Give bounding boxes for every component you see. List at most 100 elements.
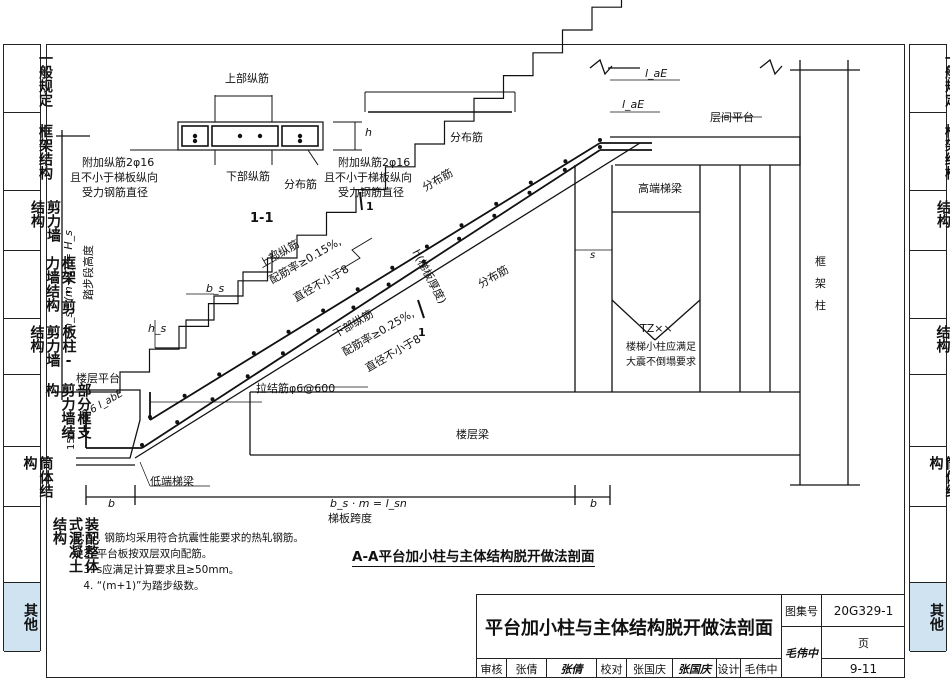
- left-category-6[interactable]: 筒体结构: [4, 447, 54, 507]
- note-4: 4. “(m+1)”为踏步级数。: [70, 580, 205, 592]
- left-category-1[interactable]: 框架结构: [4, 113, 53, 191]
- page-label: 页: [821, 626, 905, 658]
- right-category-label: 筒体结: [943, 455, 950, 498]
- tz-note-2: 大震不倒塌要求: [626, 355, 696, 368]
- checker-name: 张国庆: [626, 658, 672, 678]
- stair-height-sub: 踏步段高度: [81, 245, 95, 300]
- left-category-7[interactable]: 装配整体式混凝土结构: [4, 507, 99, 583]
- s-label: s: [590, 250, 595, 261]
- rebar-dot: [245, 374, 250, 379]
- left-category-0[interactable]: 一般规定: [4, 45, 53, 113]
- right-category-sidebar: 一般规定框架结构剪力墙结构框架-剪力墙结构板柱-剪力墙结构部分框支剪力墙结构筒体…: [909, 44, 950, 652]
- b-left-label: b: [108, 497, 115, 510]
- left-category-label: 框架结构: [37, 123, 53, 180]
- cut-mark-top: 1: [366, 200, 374, 213]
- rebar-dot: [140, 443, 144, 447]
- right-category-1[interactable]: 框架结构: [910, 113, 950, 191]
- rebar-dot: [598, 138, 602, 142]
- rebar-dot: [563, 159, 568, 164]
- section-rebar-dot: [192, 133, 198, 139]
- note-2: 2. 平台板按双层双向配筋。: [70, 548, 213, 560]
- left-category-label: 式混凝土: [67, 516, 83, 573]
- dist-bar-label-4: 分布筋: [475, 262, 511, 291]
- left-category-8[interactable]: 其他: [4, 583, 40, 652]
- rebar-dot: [148, 415, 152, 419]
- note-3: 3. s应满足计算要求且≥50mm。: [70, 564, 240, 576]
- left-category-label: 剪力墙: [45, 199, 61, 242]
- section-title: A-A平台加小柱与主体结构脱开做法剖面: [352, 545, 595, 567]
- right-category-label: 框架结构: [943, 123, 950, 180]
- left-category-label: 装配整体: [83, 516, 99, 573]
- frame-column-label: 柱: [815, 298, 826, 312]
- left-category-3[interactable]: 框架-剪力墙结构: [4, 251, 76, 319]
- section-rebar-dot: [257, 133, 263, 139]
- page-number: 9-11: [821, 658, 905, 678]
- stair-height-label: h_s · (m+1) = H_s: [62, 230, 75, 330]
- left-category-2[interactable]: 剪力墙结构: [4, 191, 61, 251]
- right-category-label: 其他: [928, 603, 944, 631]
- right-category-0[interactable]: 一般规定: [910, 45, 950, 113]
- left-category-4[interactable]: 板柱-剪力墙结构: [4, 319, 77, 375]
- lae-label-1: l_aE: [645, 67, 667, 80]
- extra-bar-right-2: 且不小于梯板纵向: [324, 170, 412, 184]
- reviewer-signature: 张倩: [546, 658, 596, 678]
- left-category-label: 部分框支: [75, 382, 92, 439]
- h-label: h: [365, 126, 372, 139]
- right-category-label: 结构: [934, 324, 950, 353]
- frame-column-label: 架: [815, 277, 826, 290]
- rebar-dot: [316, 328, 321, 333]
- left-category-label: 其他: [22, 603, 38, 631]
- atlas-number: 20G329-1: [821, 594, 905, 626]
- right-category-6[interactable]: 筒体结构: [910, 447, 950, 507]
- rebar-dot: [355, 287, 360, 292]
- rebar-dot: [528, 180, 533, 185]
- rebar-dot: [459, 223, 464, 228]
- designer-signature: 毛伟中: [781, 626, 821, 678]
- extra-bar-left-1: 附加纵筋2φ16: [82, 155, 154, 169]
- left-category-label: 一般规定: [37, 50, 53, 107]
- left-category-label: 结构: [28, 324, 45, 353]
- low-beam-label: 低端梯梁: [150, 474, 194, 488]
- mid-platform-label: 层间平台: [710, 110, 754, 124]
- slab-bottom-line: [134, 142, 641, 459]
- 15d-label: 15d: [66, 431, 77, 450]
- floor-platform-label: 楼层平台: [76, 371, 120, 385]
- slab-thick-label: h(梯板厚度): [409, 247, 449, 306]
- section-rebar-dot: [297, 133, 303, 139]
- rebar-dot: [494, 201, 499, 206]
- checker-signature: 张国庆: [672, 658, 716, 678]
- right-category-8[interactable]: 其他: [910, 583, 946, 652]
- lae-label-2: l_aE: [622, 98, 644, 111]
- left-category-label: 剪力墙: [44, 324, 61, 367]
- b-right-label: b: [590, 497, 597, 510]
- span-label: 梯板跨度: [328, 511, 372, 525]
- drawing-frame: [46, 44, 905, 678]
- cut-mark-bottom: 1: [418, 326, 426, 339]
- tz-label: TZ××: [639, 322, 673, 335]
- rebar-dot: [175, 420, 180, 425]
- high-beam-label: 高端梯梁: [638, 181, 682, 195]
- rebar-dot: [351, 305, 356, 310]
- dist-bar-label-1: 分布筋: [284, 177, 317, 191]
- extra-bar-left-2: 且不小于梯板纵向: [70, 170, 158, 184]
- rebar-dot: [457, 236, 462, 241]
- atlas-label: 图集号: [781, 594, 821, 626]
- section-rebar-dot: [237, 133, 243, 139]
- rebar-dot: [424, 244, 429, 249]
- rebar-dot: [182, 393, 187, 398]
- left-category-5[interactable]: 部分框支剪力墙结构: [4, 375, 92, 447]
- section-mark-1-1: 1-1: [250, 211, 274, 226]
- left-category-sidebar: 一般规定框架结构剪力墙结构框架-剪力墙结构板柱-剪力墙结构部分框支剪力墙结构筒体…: [3, 44, 99, 652]
- rebar-dot: [286, 329, 291, 334]
- rebar-dot: [390, 265, 395, 270]
- tz-note-1: 楼梯小柱应满足: [626, 340, 696, 353]
- hs-label: h_s: [148, 322, 166, 335]
- left-category-label: 结构: [51, 516, 67, 545]
- left-category-label: 力墙结构: [44, 255, 60, 312]
- designer-name: 毛伟中: [740, 658, 781, 678]
